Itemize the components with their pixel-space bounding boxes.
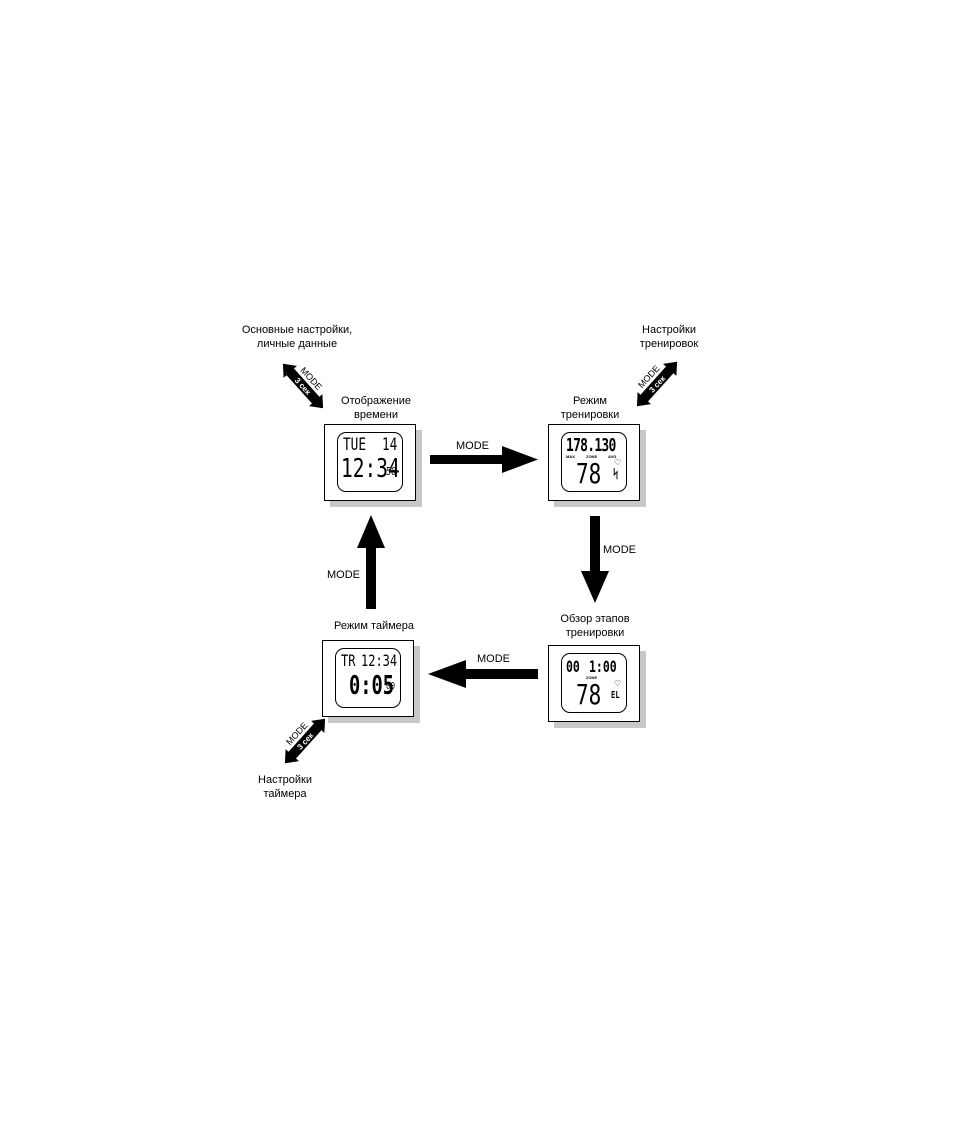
arrow-up xyxy=(357,515,385,609)
arrow-right xyxy=(430,446,538,473)
training-settings-double-arrow: 3 сек MODE xyxy=(636,361,678,407)
timer-main-text: 0:05 xyxy=(349,671,395,701)
time-display-panel: TUE 14 12:34 56 xyxy=(324,424,416,501)
arrow-right-label: MODE xyxy=(456,440,489,452)
timer-settings-double-arrow: 3 сек MODE xyxy=(284,718,326,764)
timer-mode-panel: TR 12:34 0:05 00 xyxy=(322,640,414,717)
day-text: TUE xyxy=(343,435,367,455)
lap-time-text: 1:00 xyxy=(589,657,617,676)
lap-overview-panel: 00 1:00 ZONE 78 ♡ EL xyxy=(548,645,640,722)
date-text: 14 xyxy=(382,435,398,455)
zone-label: ZONE xyxy=(586,454,598,459)
arrow-down xyxy=(581,516,609,603)
heart-rate-limits-text: 178.130 xyxy=(566,435,616,456)
lap-indicator-text: EL xyxy=(611,690,620,701)
runner-icon: ᛋ xyxy=(612,467,620,481)
timer-hundredths-text: 00 xyxy=(386,681,396,692)
lap-zone-label: ZONE xyxy=(586,675,598,680)
arrow-left xyxy=(428,660,538,688)
label-basic-settings: Основные настройки, личные данные xyxy=(241,324,353,350)
lap-overview-lcd: 00 1:00 ZONE 78 ♡ EL xyxy=(561,653,627,713)
timer-mode-lcd: TR 12:34 0:05 00 xyxy=(335,648,401,708)
label-timer-settings: Настройки таймера xyxy=(258,774,312,800)
basic-settings-double-arrow: 3 сек MODE xyxy=(282,363,324,409)
clock-text: 12:34 xyxy=(341,454,400,484)
arrow-up-label: MODE xyxy=(327,569,360,581)
lap-heart-rate-text: 78 xyxy=(576,678,602,711)
arrow-left-label: MODE xyxy=(477,653,510,665)
label-time-display: Отображение времени xyxy=(341,395,411,421)
label-training-mode: Режим тренировки xyxy=(560,395,620,421)
arrow-down-label: MODE xyxy=(603,544,636,556)
label-training-settings: Настройки тренировок xyxy=(639,324,699,350)
lap-heart-icon: ♡ xyxy=(614,679,622,688)
lap-count-text: 00 xyxy=(566,657,580,676)
timer-clock-text: 12:34 xyxy=(361,651,398,670)
training-mode-panel: 178.130 MAX ZONE AVG 78 ♡ ᛋ xyxy=(548,424,640,501)
avg-label: AVG xyxy=(608,454,617,459)
label-timer-mode: Режим таймера xyxy=(333,620,415,632)
heart-icon: ♡ xyxy=(614,458,622,467)
timer-mode-code: TR xyxy=(341,651,356,670)
label-lap-overview: Обзор этапов тренировки xyxy=(560,613,630,639)
seconds-text: 56 xyxy=(386,465,396,478)
training-mode-lcd: 178.130 MAX ZONE AVG 78 ♡ ᛋ xyxy=(561,432,627,492)
max-label: MAX xyxy=(566,454,575,459)
heart-rate-text: 78 xyxy=(576,457,602,490)
time-display-lcd: TUE 14 12:34 56 xyxy=(337,432,403,492)
